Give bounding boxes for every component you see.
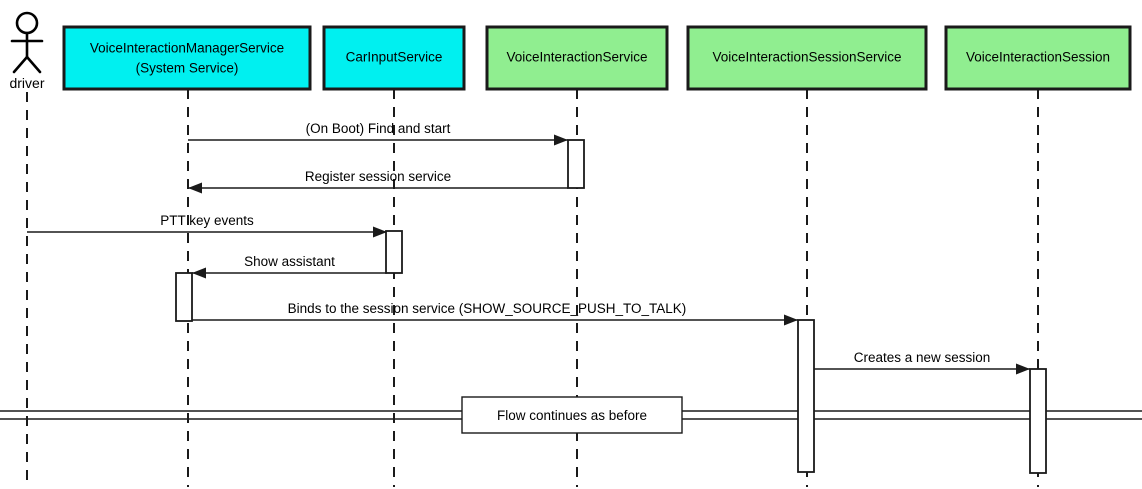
participant-viss[interactable]: VoiceInteractionSessionService [686,25,928,91]
participant-session[interactable]: VoiceInteractionSession [944,25,1132,91]
participant-box-carinput[interactable] [322,25,466,91]
actor-leg-left-icon [12,55,29,74]
msg-register-session-service: Register session service [188,169,568,194]
msg-ptt-key-events: PTT key events [27,213,387,238]
msg-show-assistant-arrowhead [192,267,206,279]
participant-box-vis[interactable] [485,25,669,91]
participant-vims[interactable]: VoiceInteractionManagerService (System Se… [62,25,312,91]
msg-binds-to-session-service-label: Binds to the session service (SHOW_SOURC… [288,301,687,316]
actor-label: driver [9,75,44,91]
actor-group: driver [9,11,45,91]
activation-vis [567,139,585,189]
participant-sublabel-vims: (System Service) [136,61,239,76]
msg-register-session-service-label: Register session service [305,169,451,184]
msg-creates-a-new-session-arrowhead [1016,363,1030,375]
participant-label-vis: VoiceInteractionService [506,50,647,65]
msg-creates-a-new-session: Creates a new session [814,350,1030,375]
participant-box-vims[interactable] [62,25,312,91]
msg-on-boot-find-and-start-label: (On Boot) Find and start [306,121,451,136]
activation-carinput [385,230,403,274]
activation-vims [175,272,193,322]
participant-label-vims: VoiceInteractionManagerService [90,41,284,56]
msg-binds-to-session-service: Binds to the session service (SHOW_SOURC… [176,301,798,326]
msg-on-boot-find-and-start: (On Boot) Find and start [188,121,568,146]
activation-session [1029,368,1047,474]
msg-creates-a-new-session-label: Creates a new session [854,350,991,365]
flow-note-label: Flow continues as before [497,408,647,423]
msg-show-assistant: Show assistant [192,254,387,279]
participant-label-viss: VoiceInteractionSessionService [712,50,901,65]
msg-on-boot-find-and-start-arrowhead [554,134,568,146]
participant-vis[interactable]: VoiceInteractionService [485,25,669,91]
msg-ptt-key-events-label: PTT key events [160,213,254,228]
participant-group: VoiceInteractionManagerService (System Se… [62,25,1132,91]
activation-group [175,139,1047,474]
participant-box-session[interactable] [944,25,1132,91]
msg-register-session-service-arrowhead [188,182,202,194]
msg-ptt-key-events-arrowhead [373,226,387,238]
participant-box-viss[interactable] [686,25,928,91]
actor-head-icon [15,11,39,35]
participant-label-carinput: CarInputService [346,50,443,65]
flow-note-box [461,396,683,434]
note-group: Flow continues as before [461,396,683,434]
actor-leg-right-icon [25,55,42,74]
activation-viss [797,319,815,473]
participant-label-session: VoiceInteractionSession [966,50,1110,65]
msg-binds-to-session-service-arrowhead [784,314,798,326]
participant-carinput[interactable]: CarInputService [322,25,466,91]
msg-show-assistant-label: Show assistant [244,254,335,269]
